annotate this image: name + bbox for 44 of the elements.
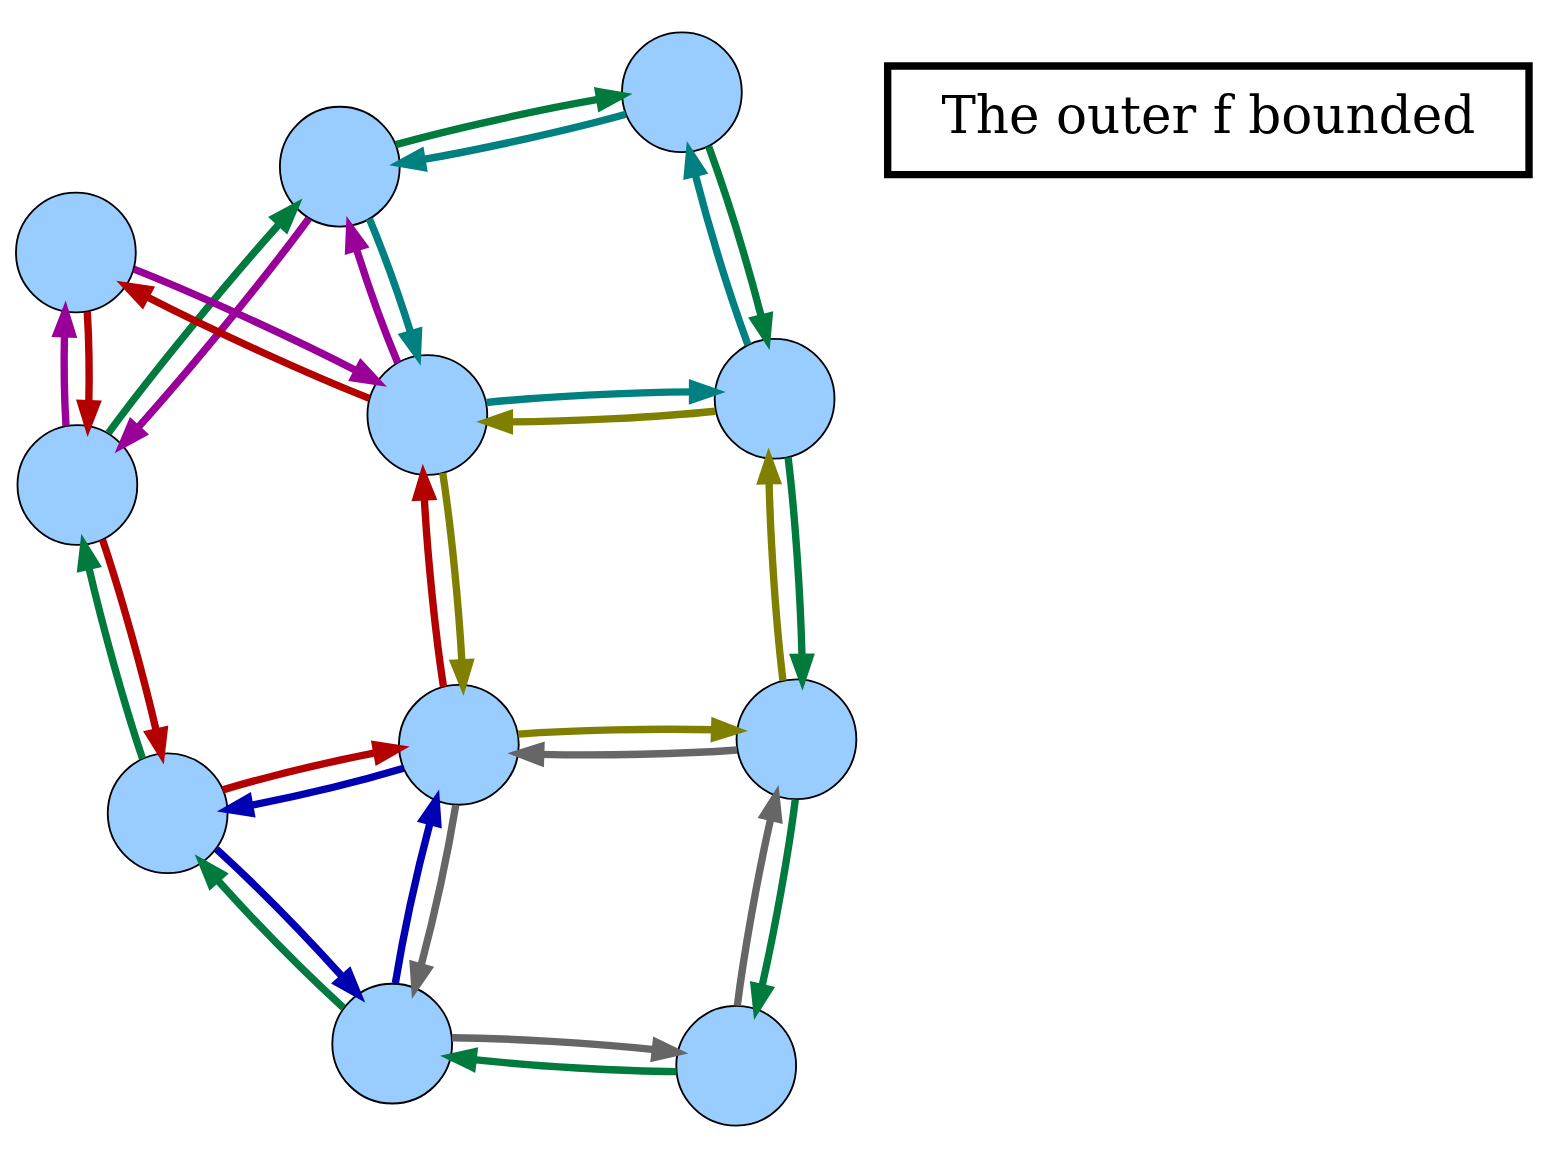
arrow	[344, 215, 402, 365]
node-circle	[331, 982, 453, 1105]
arrow	[366, 217, 423, 366]
arrow	[194, 854, 346, 1011]
arrow	[411, 463, 448, 688]
arrow	[216, 764, 405, 818]
arrow	[98, 538, 169, 765]
arrow	[409, 804, 460, 999]
arrow	[451, 1034, 689, 1063]
node-circle	[279, 105, 401, 228]
arrow	[116, 280, 371, 402]
node-circle	[106, 752, 229, 875]
arrow	[221, 740, 410, 794]
arrow	[391, 789, 442, 984]
node-circle	[713, 337, 836, 460]
arrow	[683, 140, 752, 346]
node-circle	[398, 684, 520, 806]
arrow	[213, 846, 366, 1003]
node-circle	[735, 678, 858, 801]
arrow	[114, 216, 312, 454]
node-box: The outer f bounded	[884, 62, 1533, 179]
arrow	[105, 198, 303, 436]
node-circle	[16, 424, 139, 546]
arrow	[784, 457, 815, 691]
arrow	[394, 87, 633, 149]
arrow	[76, 311, 102, 437]
node-circle	[675, 1004, 797, 1127]
arrow	[439, 472, 475, 697]
arrow	[76, 533, 147, 760]
arrow	[440, 1047, 677, 1076]
arrow	[507, 741, 738, 768]
arrow	[486, 378, 726, 407]
arrow	[476, 407, 716, 435]
arrow	[51, 300, 78, 426]
arrow	[518, 716, 748, 743]
arrow	[132, 265, 387, 387]
arrow	[756, 447, 787, 682]
node-circle	[15, 191, 137, 314]
arrow	[733, 785, 783, 1007]
arrow	[389, 110, 627, 172]
node-circle	[366, 354, 489, 476]
arrow	[705, 145, 774, 351]
node-circle	[621, 31, 743, 154]
arrow	[749, 798, 799, 1020]
